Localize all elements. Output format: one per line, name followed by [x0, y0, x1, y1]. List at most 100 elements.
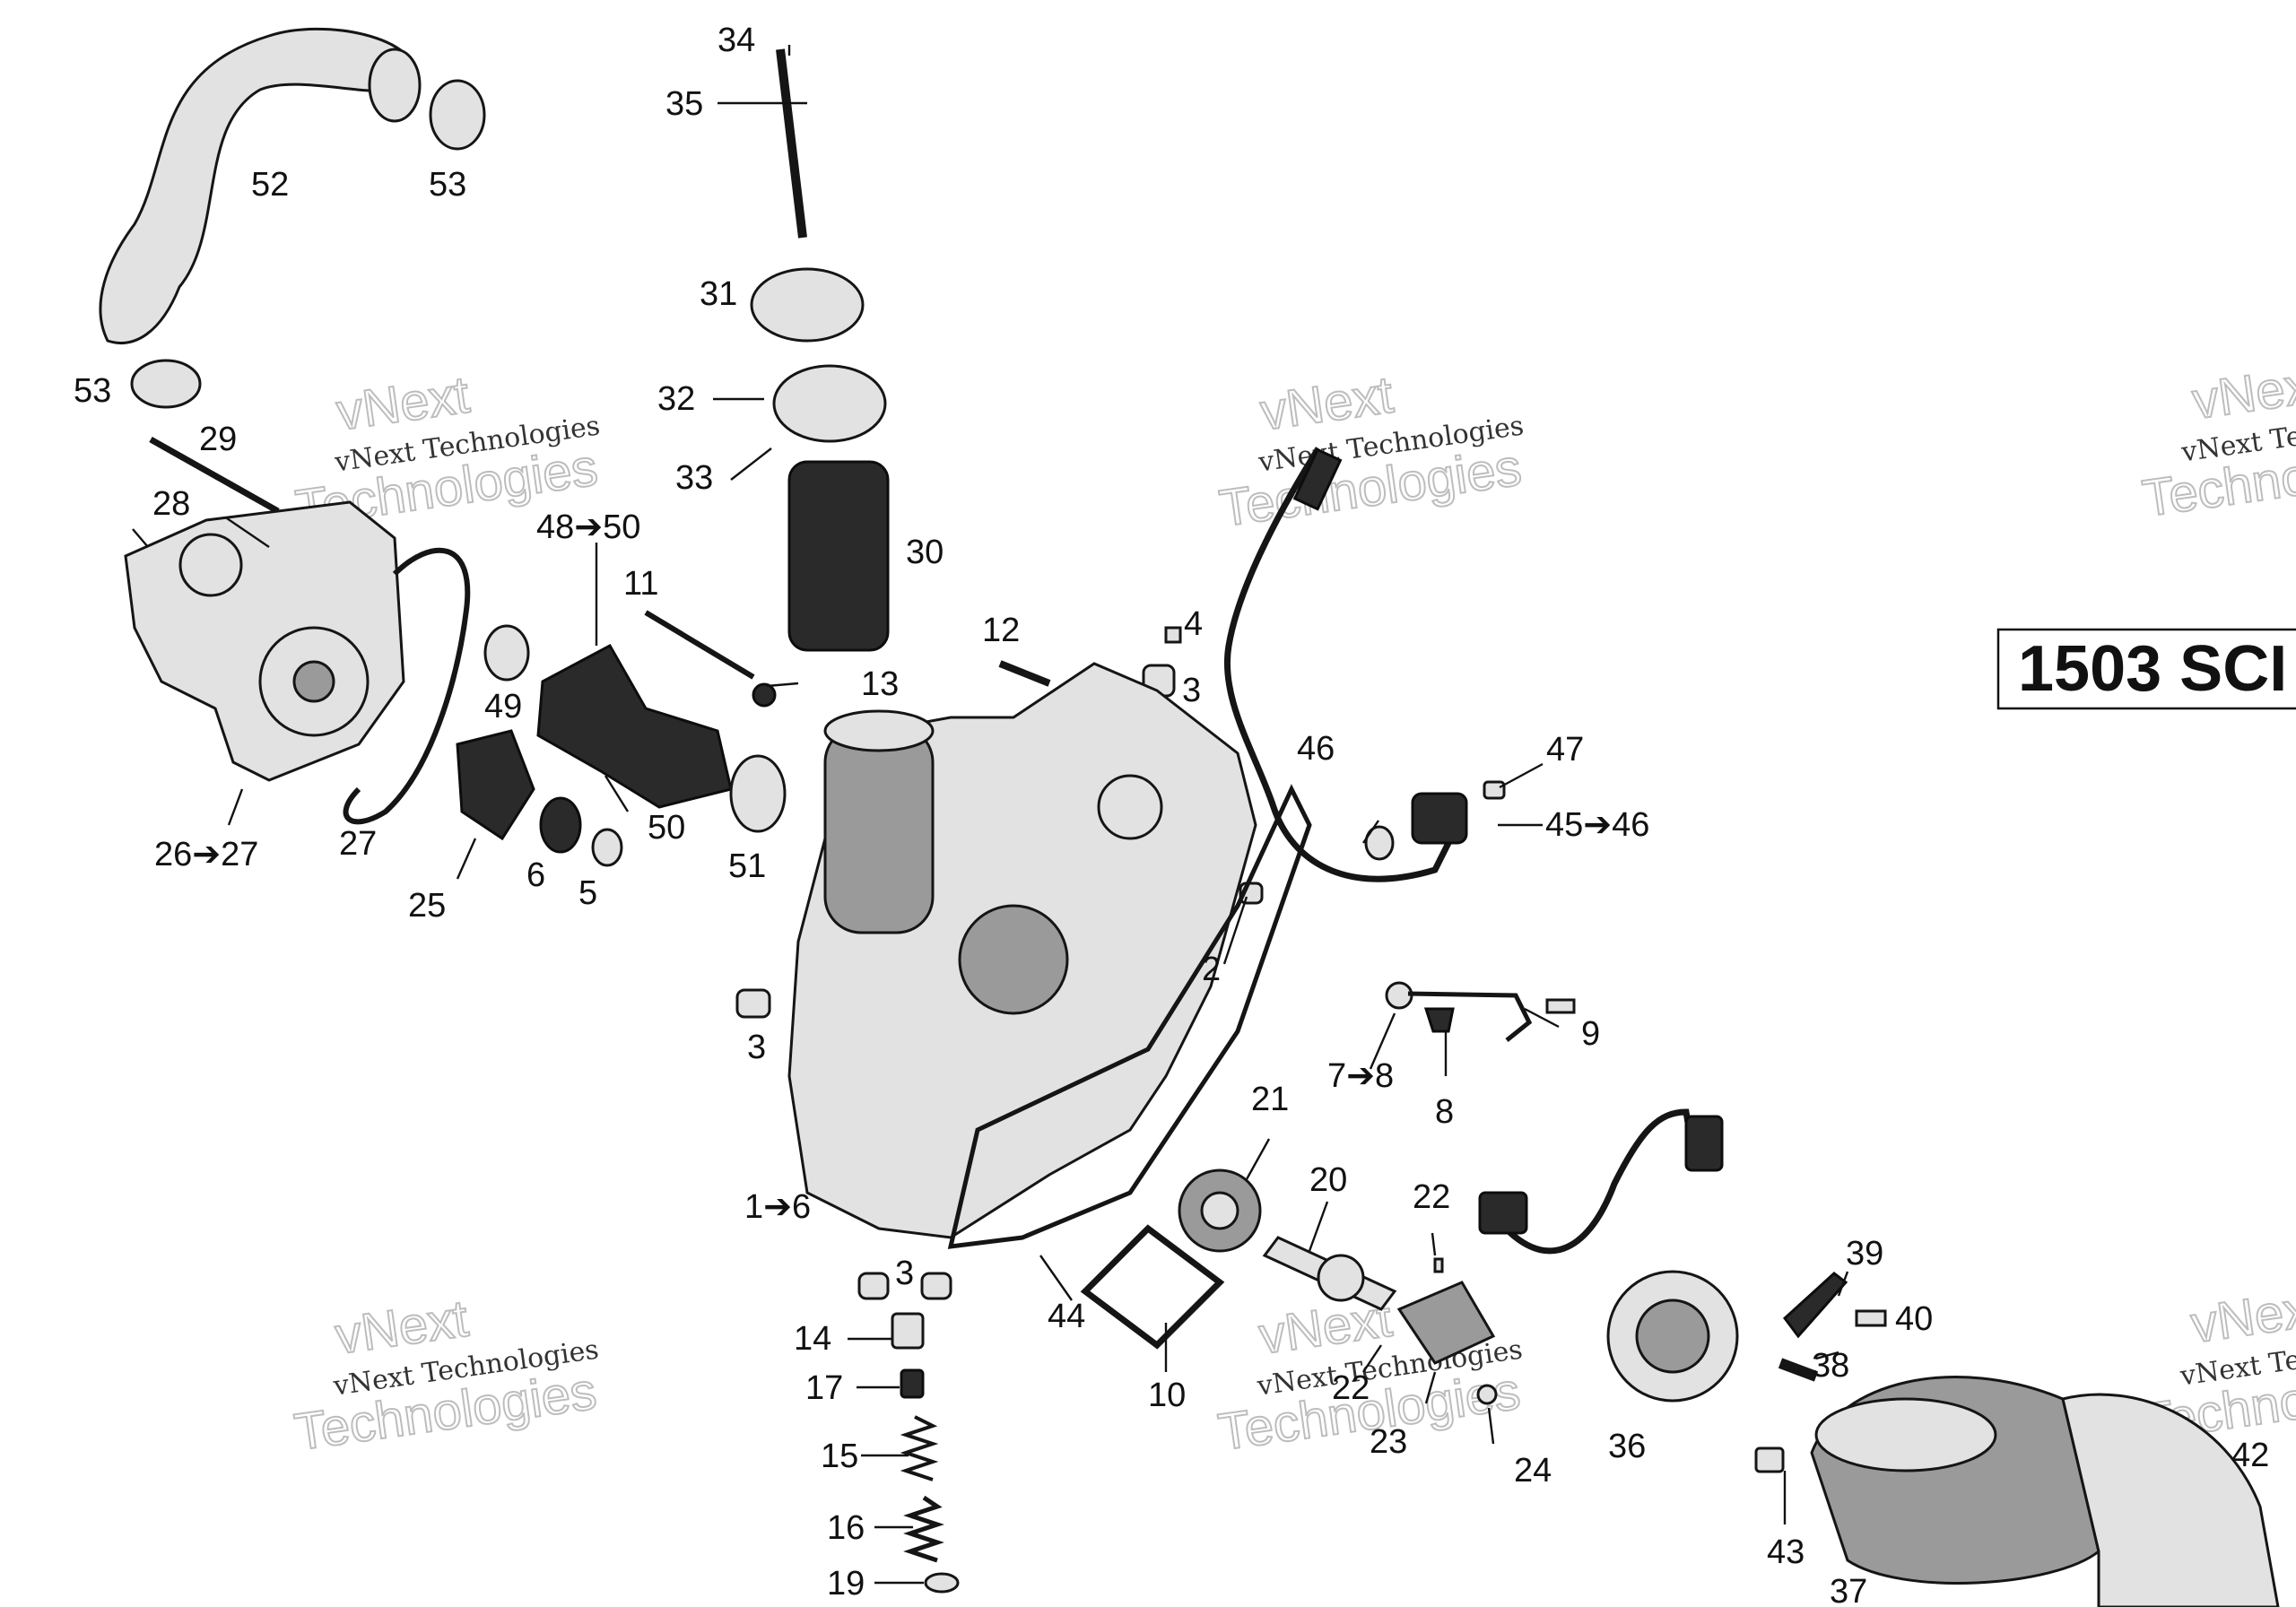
watermark-brand: vNext: [2188, 354, 2296, 430]
water-pump-hub: [292, 660, 335, 703]
pump-cover-gasket: [1080, 1224, 1225, 1350]
callout-38: 38: [1812, 1347, 1849, 1385]
callout-46-top: 46: [1297, 730, 1335, 768]
pump-gasket: [343, 547, 471, 825]
hose-clamp-lower: [130, 359, 202, 409]
valve-spring-lower: [903, 1495, 944, 1563]
wire-bracket-eye: [1385, 981, 1413, 1010]
callout-30: 30: [906, 534, 944, 571]
seal-large: [539, 796, 582, 854]
callout-28: 28: [152, 485, 190, 523]
model-label-box: [1996, 628, 2296, 710]
callout-49: 49: [484, 688, 522, 725]
callout-33: 33: [675, 459, 713, 497]
callout-43: 43: [1767, 1533, 1805, 1571]
seal-small: [591, 828, 623, 867]
callout-29: 29: [199, 421, 237, 458]
callout-51: 51: [728, 847, 766, 885]
callout-17: 17: [805, 1369, 843, 1407]
callout-3-left: 3: [747, 1029, 766, 1066]
callout-50: 50: [648, 809, 685, 847]
callout-37: 37: [1830, 1573, 1867, 1607]
callout-12: 12: [982, 612, 1020, 649]
sensor-screw: [1483, 780, 1506, 800]
callout-27: 27: [339, 825, 377, 863]
hose-end-opening: [368, 48, 422, 123]
callouts: 34 35 52 53 53 31 32 33 30 29 28 48➔50 1…: [74, 22, 2269, 1607]
sleeve-clamp: [729, 754, 787, 833]
callout-13: 13: [861, 665, 899, 703]
dowel-bottom-a: [857, 1272, 890, 1300]
harness-clip: [1782, 1272, 1848, 1339]
callout-19: 19: [827, 1565, 865, 1603]
cover-bolt: [998, 660, 1051, 687]
callout-32: 32: [657, 380, 695, 418]
clip-bolt: [1855, 1309, 1887, 1327]
impeller: [456, 729, 535, 841]
o-ring-pair: [483, 624, 530, 682]
callout-10: 10: [1148, 1377, 1186, 1414]
pto-housing-tube-top: [823, 709, 935, 752]
bracket-screw-9: [1545, 998, 1576, 1014]
dowel-pin-top: [1164, 626, 1182, 644]
callout-26-27: 26➔27: [154, 836, 258, 873]
callout-3-bottom: 3: [895, 1255, 914, 1292]
watermark-brand: vNext: [2187, 1278, 2296, 1354]
callout-24: 24: [1514, 1452, 1552, 1490]
filter-cap-bolt: [776, 48, 807, 239]
stator-plug: [1684, 1115, 1724, 1172]
callout-14: 14: [794, 1320, 831, 1358]
position-sensor: [1411, 792, 1468, 845]
callout-15: 15: [821, 1438, 858, 1475]
sensor-connector: [1292, 447, 1343, 511]
callout-44: 44: [1048, 1298, 1085, 1335]
callout-22-bottom: 22: [1332, 1369, 1370, 1407]
bracket-bolt: [644, 610, 755, 680]
callout-53-lower: 53: [74, 372, 111, 410]
water-pump-inlet: [178, 533, 243, 597]
watermark-top-right: vNext Technologies vNext Technologies: [2138, 353, 2296, 529]
callout-5: 5: [578, 874, 597, 912]
watermark-bottom-left: vNext Technologies vNext Technologies: [290, 1289, 600, 1463]
callout-20: 20: [1309, 1161, 1347, 1199]
callout-42: 42: [2231, 1437, 2269, 1474]
oil-pump-inner-rotor: [1200, 1191, 1239, 1230]
callout-35: 35: [665, 85, 703, 123]
callout-6: 6: [526, 856, 545, 894]
callout-8: 8: [1435, 1093, 1454, 1131]
model-label-text: 1503 SCI: [2018, 633, 2287, 705]
sensor-o-ring: [1364, 825, 1395, 861]
pto-housing-tube: [823, 725, 935, 934]
callout-21: 21: [1251, 1081, 1289, 1118]
callout-22-top: 22: [1413, 1178, 1450, 1216]
callout-3-right: 3: [1182, 672, 1201, 709]
oil-pump-cover: [1396, 1281, 1496, 1365]
callout-31: 31: [700, 275, 737, 313]
callout-40: 40: [1895, 1300, 1933, 1338]
dowel-left: [735, 988, 771, 1019]
callout-52: 52: [251, 166, 289, 204]
callout-48-50: 48➔50: [536, 508, 640, 546]
hose-clamp-upper: [429, 79, 486, 151]
shaft-gear: [1317, 1254, 1365, 1302]
valve-piston: [900, 1368, 925, 1399]
watermark-top-center: vNext Technologies vNext Technologies: [1215, 365, 1526, 539]
wire-bracket: [1407, 991, 1533, 1042]
filter-o-ring: [772, 364, 887, 443]
callout-16: 16: [827, 1509, 865, 1547]
leader-lines: [132, 45, 1849, 1585]
pto-housing-port: [1097, 774, 1163, 840]
bracket-bolt-8: [1423, 1007, 1455, 1033]
stator-harness: [1495, 1108, 1699, 1255]
oil-filter-cap: [750, 267, 865, 343]
valve-spring-upper: [900, 1415, 939, 1481]
callout-11: 11: [623, 565, 658, 603]
callout-4: 4: [1184, 605, 1203, 643]
dowel-bottom-b: [920, 1272, 952, 1300]
callout-7-8: 7➔8: [1327, 1057, 1394, 1095]
callout-23: 23: [1370, 1423, 1407, 1461]
stator-bolt: [1778, 1358, 1819, 1382]
oil-filter: [787, 460, 890, 652]
flywheel-bolt: [1754, 1446, 1785, 1473]
